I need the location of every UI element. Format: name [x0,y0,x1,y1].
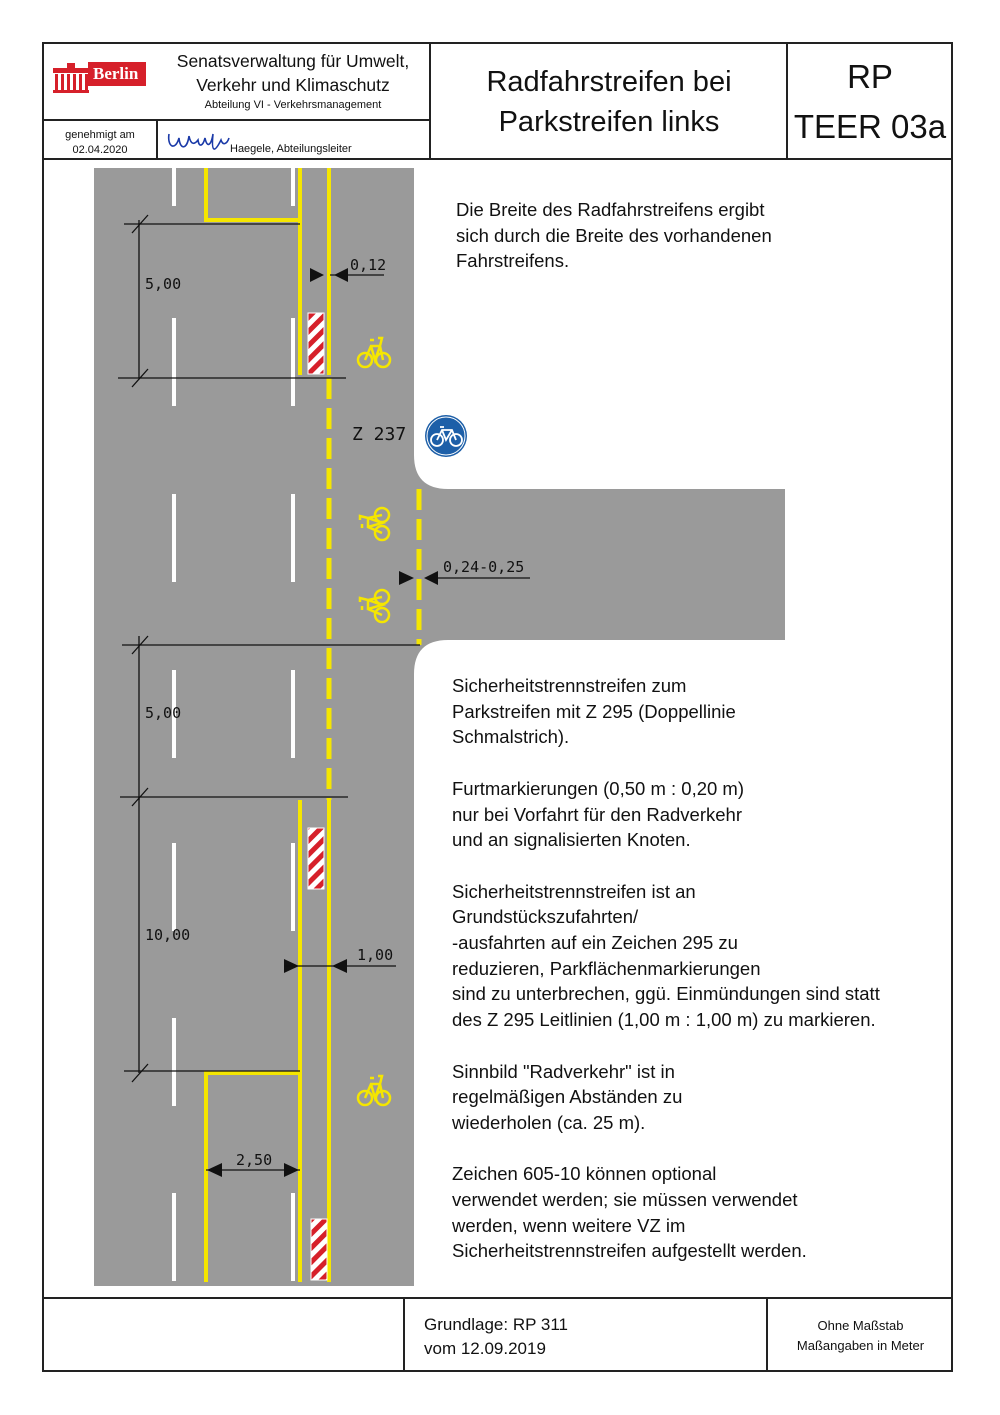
dimension-label: 10,00 [145,926,190,944]
bicycle-symbol-icon [358,588,391,624]
sheet-code-number: TEER 03a [793,108,947,145]
berlin-logo: Berlin [51,62,147,94]
dimension-label: 0,24-0,25 [443,558,524,576]
bicycle-symbol-icon [356,336,392,369]
warning-post-1 [307,312,325,375]
berlin-logo-text: Berlin [93,64,139,83]
organization-name: Senatsverwaltung für Umwelt, Verkehr und… [158,49,428,97]
approval-label: genehmigt am [65,129,135,141]
header-col-divider-1 [429,42,431,158]
drawing-frame [42,42,953,1372]
sheet-title: Radfahrstreifen bei Parkstreifen links [432,62,786,142]
footer-divider [42,1297,953,1299]
header-divider [42,158,953,160]
approval-block: genehmigt am 02.04.2020 [50,128,150,158]
footer-col-divider-2 [766,1297,768,1372]
lane-markings-yellow [204,168,422,1282]
title-line-1: Radfahrstreifen bei [486,66,732,98]
department-name: Abteilung VI - Verkehrsmanagement [204,99,382,111]
scale-line-1: Ohne Maßstab [817,1318,904,1333]
approval-col-divider [156,119,158,158]
basis-reference: Grundlage: RP 311 vom 12.09.2019 [424,1313,568,1361]
bicycle-symbol-icon [356,1074,392,1107]
bicycle-symbol-icon [358,506,391,542]
signature [167,133,230,150]
cycle-path-sign-icon [425,415,467,457]
basis-line-1: Grundlage: RP 311 [424,1315,568,1334]
header-col-divider-2 [786,42,788,158]
note-lane-width: Die Breite des Radfahrstreifens ergibt s… [456,199,772,272]
lane-markings-white [172,168,295,1281]
footer-col-divider-1 [403,1297,405,1372]
warning-post-2 [307,827,325,890]
warning-post-3 [310,1218,328,1281]
dimension-label: 5,00 [145,704,181,722]
organization-line-2: Verkehr und Klimaschutz [196,75,390,95]
title-line-2: Parkstreifen links [498,106,720,138]
scale-note: Ohne Maßstab Maßangaben in Meter [768,1316,953,1356]
road-surface [94,168,785,1286]
sign-label: Z 237 [352,424,406,445]
dimension-lines [118,214,530,1171]
dimension-label: 5,00 [145,275,181,293]
sheet-code-series: RP [847,58,893,95]
header-approval-divider [42,119,430,121]
scale-line-2: Maßangaben in Meter [796,1338,925,1353]
signer-name: Haegele, Abteilungsleiter [230,143,352,155]
dimension-label: 1,00 [357,946,393,964]
organization-line-1: Senatsverwaltung für Umwelt, [176,51,410,71]
note-marking-rules: Sicherheitstrennstreifen zum Parkstreife… [452,675,880,1262]
berlin-gate-icon [53,62,146,93]
dimension-label: 0,12 [350,256,386,274]
dimension-label: 2,50 [236,1151,272,1169]
approval-date: 02.04.2020 [72,144,128,156]
basis-line-2: vom 12.09.2019 [424,1339,546,1358]
